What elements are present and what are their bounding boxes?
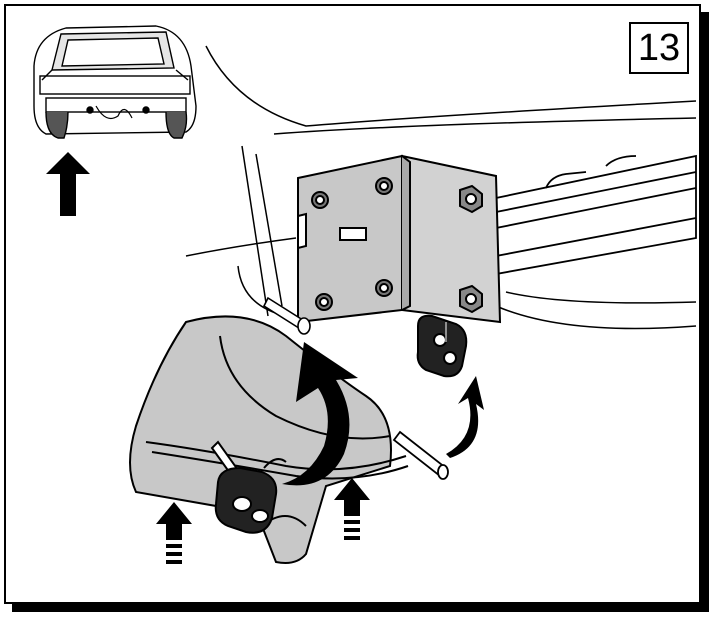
push-up-arrow-icon — [334, 478, 370, 540]
tow-bar-beam — [495, 154, 697, 276]
instruction-frame: 13 — [4, 4, 701, 604]
bolt-head-icon — [375, 279, 393, 297]
car-rear-view-icon — [33, 25, 197, 139]
push-up-arrow-icon — [156, 502, 192, 564]
up-arrow-icon — [46, 152, 90, 216]
step-number: 13 — [637, 26, 681, 69]
rotate-arrow-icon — [446, 376, 484, 458]
vehicle-body-lines — [185, 45, 697, 330]
bolt-head-icon — [315, 293, 333, 311]
assembly-illustration — [33, 25, 697, 564]
bolt-head-icon — [311, 191, 329, 209]
hanger-pin — [262, 296, 311, 335]
mounting-bracket — [297, 154, 502, 324]
silencer-pin — [392, 430, 449, 480]
rubber-hanger-icon — [416, 314, 468, 378]
bolt-head-icon — [459, 184, 483, 214]
bolt-head-icon — [375, 177, 393, 195]
bolt-head-icon — [459, 284, 483, 314]
step-number-badge: 13 — [629, 22, 689, 74]
rubber-hanger-icon — [210, 440, 287, 534]
lift-arrow-icon — [282, 342, 358, 486]
